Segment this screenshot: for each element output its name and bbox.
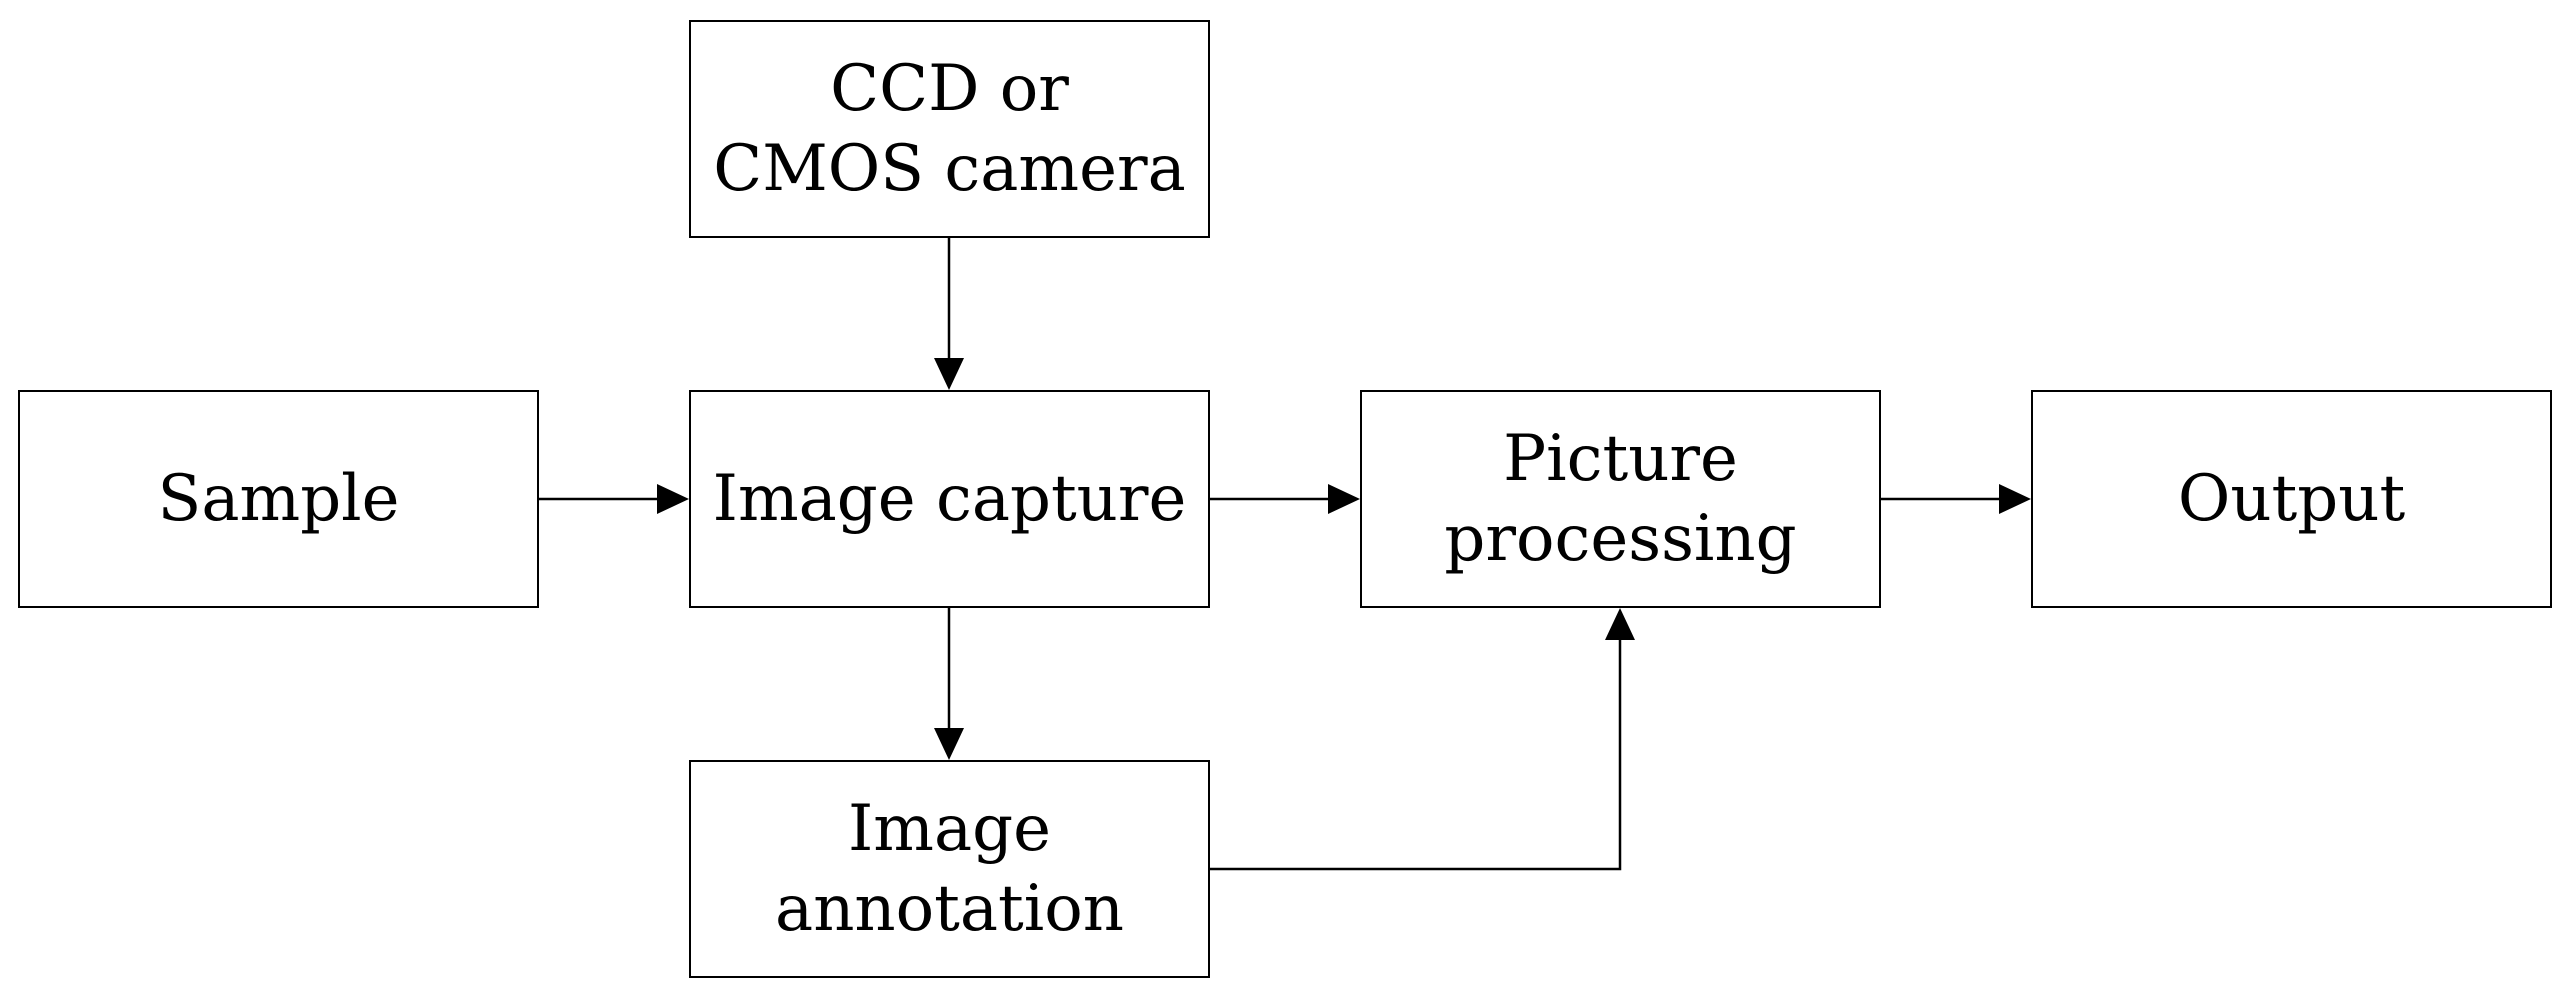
node-picture-processing: Picture processing — [1360, 390, 1881, 608]
node-sample: Sample — [18, 390, 539, 608]
arrowhead-picture-to-output — [1999, 484, 2031, 514]
arrowhead-annotation-to-picture — [1605, 608, 1635, 640]
arrowhead-sample-to-capture — [657, 484, 689, 514]
arrowhead-camera-to-capture — [934, 358, 964, 390]
node-label: Output — [2177, 462, 2406, 536]
node-label: Picture processing — [1444, 422, 1797, 576]
node-label: Sample — [157, 462, 400, 536]
node-label: Image capture — [712, 462, 1187, 536]
edge-annotation-to-picture — [1210, 640, 1622, 871]
node-image-capture: Image capture — [689, 390, 1210, 608]
node-output: Output — [2031, 390, 2552, 608]
node-label: CCD or CMOS camera — [713, 52, 1186, 206]
arrowhead-capture-to-annotation — [934, 728, 964, 760]
node-ccd-cmos-camera: CCD or CMOS camera — [689, 20, 1210, 238]
node-label: Image annotation — [775, 792, 1124, 946]
node-image-annotation: Image annotation — [689, 760, 1210, 978]
arrowhead-capture-to-picture — [1328, 484, 1360, 514]
